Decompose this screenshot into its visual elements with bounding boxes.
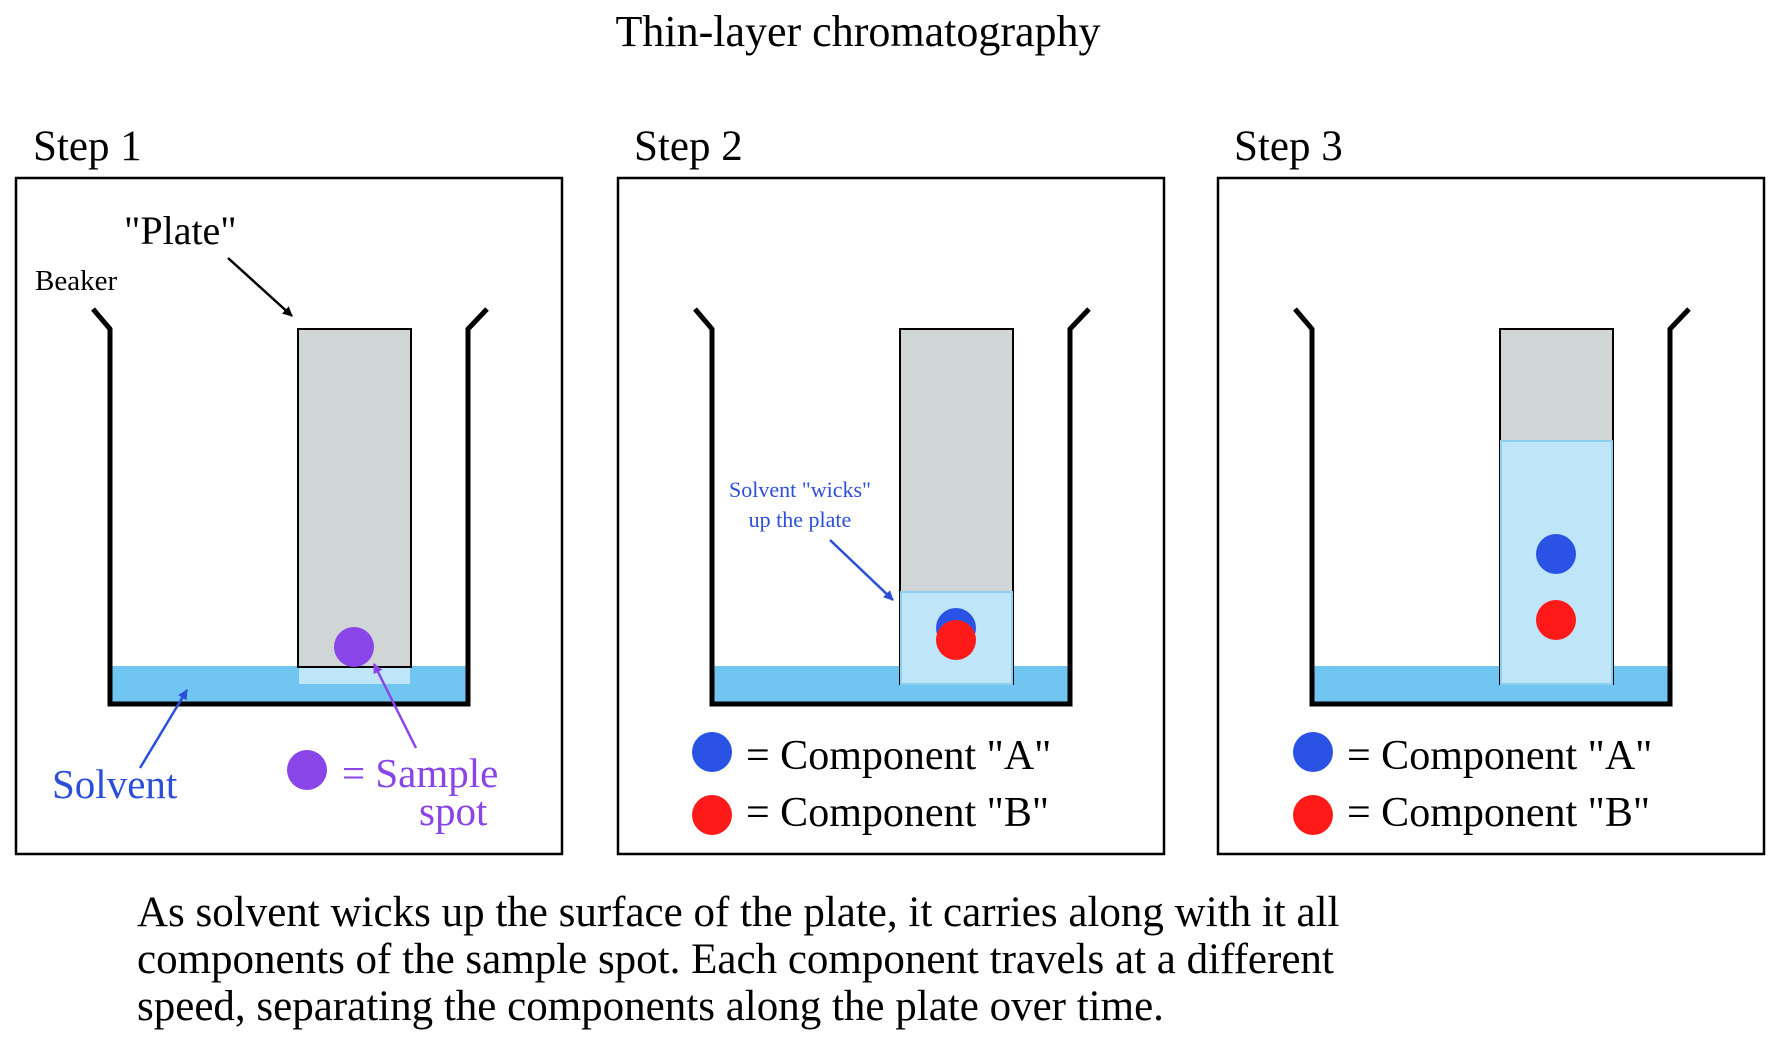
component-a-legend-label: = Component "A" [1347, 733, 1652, 779]
component-b-spot [1536, 600, 1576, 640]
solvent-pool [712, 666, 1070, 704]
step-2-label: Step 2 [634, 123, 743, 170]
component-a-legend-icon [1293, 732, 1333, 772]
component-b-legend-icon [692, 795, 732, 835]
caption-line: components of the sample spot. Each comp… [137, 936, 1334, 983]
plate [297, 328, 412, 668]
component-a-legend-icon [692, 732, 732, 772]
component-b-legend-label: = Component "B" [1347, 790, 1650, 836]
component-a-spot [1536, 534, 1576, 574]
beaker [693, 307, 1091, 707]
component-b-legend-icon [1293, 795, 1333, 835]
explanation-caption: As solvent wicks up the surface of the p… [137, 889, 1697, 1030]
solvent-pool [1312, 666, 1670, 704]
caption-line: speed, separating the components along t… [137, 983, 1164, 1030]
wicks-label-line1: Solvent "wicks" [729, 477, 871, 502]
sample-legend-label: = Sample [342, 750, 498, 796]
plate-wet-edge [299, 668, 410, 684]
sample-legend-icon [287, 750, 327, 790]
panel-step-3: Step 3 = Component "A" = Component "B" [1216, 123, 1766, 856]
panel-2-frame [616, 176, 1166, 856]
caption-line: As solvent wicks up the surface of the p… [137, 889, 1340, 936]
beaker [91, 307, 489, 707]
panel-step-2: Step 2 Solvent "wicks" up the plate = Co… [616, 123, 1166, 856]
step-3-label: Step 3 [1234, 123, 1343, 170]
component-a-legend-label: = Component "A" [746, 733, 1051, 779]
page-title: Thin-layer chromatography [615, 7, 1100, 56]
component-b-legend-label: = Component "B" [746, 790, 1049, 836]
solvent-arrow [138, 689, 189, 769]
component-b-spot [936, 620, 976, 660]
solvent-pool [110, 666, 468, 704]
wicks-label-line2: up the plate [749, 507, 852, 532]
sample-spot [334, 627, 374, 667]
panel-1-frame [14, 176, 564, 856]
step-1-label: Step 1 [33, 123, 142, 170]
solvent-label: Solvent [52, 761, 178, 807]
sample-arrow [372, 663, 418, 749]
sample-spot-label: spot [419, 788, 488, 834]
wicks-arrow [829, 539, 894, 601]
panel-3-frame [1216, 176, 1766, 856]
beaker [1293, 307, 1691, 707]
plate-arrow [227, 257, 293, 317]
panel-step-1: Step 1 "Plate" Beaker Solvent = Sample s… [14, 123, 564, 856]
beaker-label: Beaker [35, 265, 117, 297]
plate-label: "Plate" [124, 208, 237, 253]
